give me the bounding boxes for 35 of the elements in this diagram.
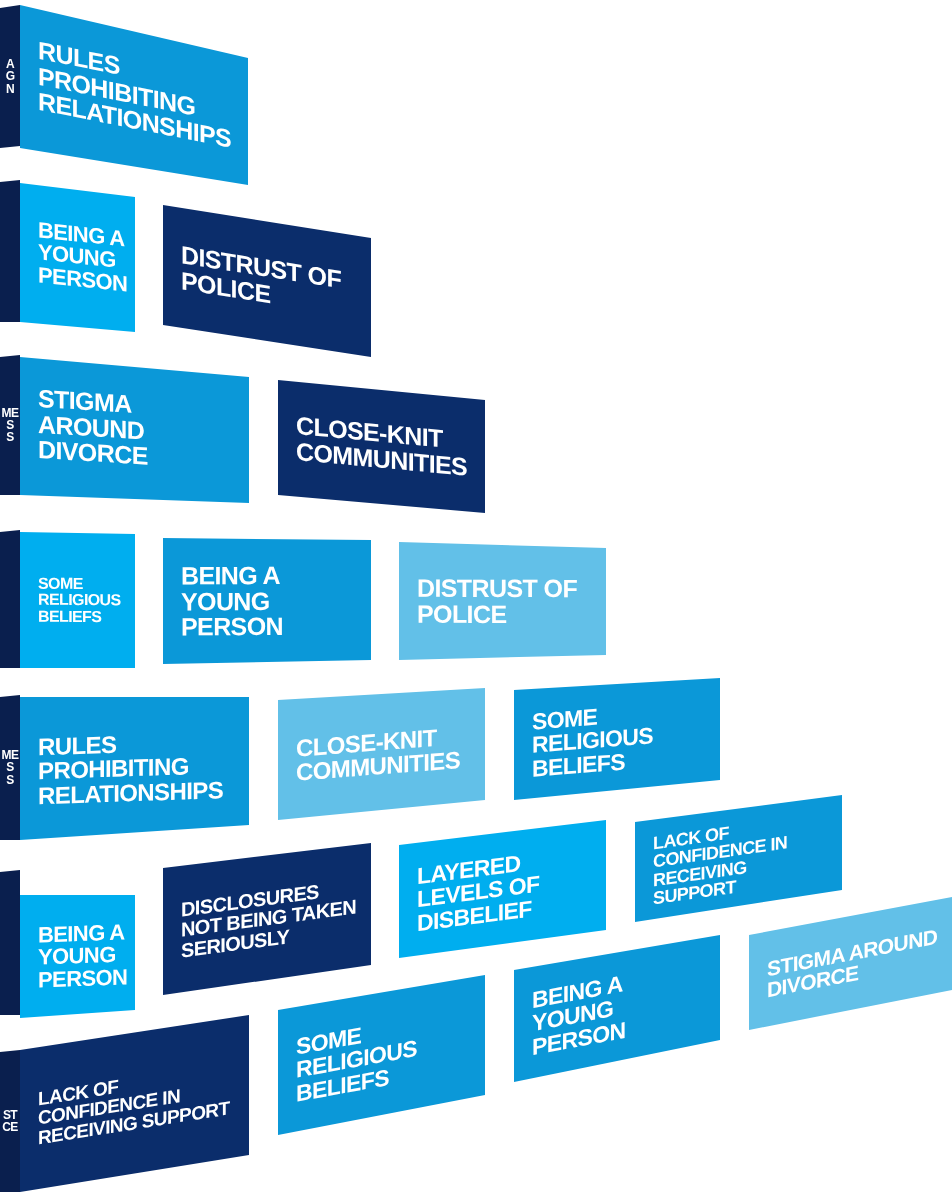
panel-text: DISTRUST OF POLICE	[417, 575, 579, 627]
side-panel	[0, 695, 20, 840]
side-panel	[0, 530, 20, 668]
side-panel	[0, 1050, 20, 1192]
slanted-panel	[20, 1015, 249, 1192]
panel-text: STIGMA AROUND DIVORCE	[38, 385, 149, 472]
panel-text: SOME RELIGIOUS BELIEFS	[38, 575, 121, 625]
panel-text: ME S S	[0, 406, 20, 444]
slanted-panel	[20, 697, 249, 840]
panel-text: CLOSE-KNIT COMMUNITIES	[296, 412, 469, 481]
side-panel	[0, 5, 20, 148]
panel-text: ME S S	[0, 749, 20, 786]
slanted-panel	[399, 542, 606, 660]
panel-text: SOME RELIGIOUS BELIEFS	[532, 702, 655, 781]
slanted-panel	[163, 538, 371, 664]
panel-text: ST CE	[1, 1108, 19, 1134]
panel-text: BEING A YOUNG PERSON	[181, 562, 284, 640]
panel-text: DISCLOSURES NOT BEING TAKEN SERIOUSLY	[181, 879, 357, 962]
panel-text: CLOSE-KNIT COMMUNITIES	[296, 722, 462, 786]
side-panel	[0, 870, 20, 1015]
panel-text: DISTRUST OF POLICE	[181, 241, 343, 310]
panel-text: BEING A YOUNG PERSON	[38, 219, 128, 296]
side-panel	[0, 180, 20, 322]
slanted-panel	[20, 895, 135, 1018]
panel-text: LACK OF CONFIDENCE IN RECEIVING SUPPORT	[653, 821, 789, 908]
panel-text: STIGMA AROUND DIVORCE	[767, 925, 938, 1002]
panel-text: RULES PROHIBITING RELATIONSHIPS	[38, 729, 225, 809]
panel-text: A G N	[4, 58, 16, 95]
slanted-panel	[20, 532, 135, 668]
panel-text: LACK OF CONFIDENCE IN RECEIVING SUPPORT	[38, 1075, 231, 1149]
panel-text: SOME RELIGIOUS BELIEFS	[296, 1020, 419, 1106]
panel-text: BEING A YOUNG PERSON	[38, 921, 128, 992]
panel-text: LAYERED LEVELS OF DISBELIEF	[417, 848, 541, 936]
panel-text: BEING A YOUNG PERSON	[532, 969, 627, 1060]
side-panel	[0, 355, 20, 495]
